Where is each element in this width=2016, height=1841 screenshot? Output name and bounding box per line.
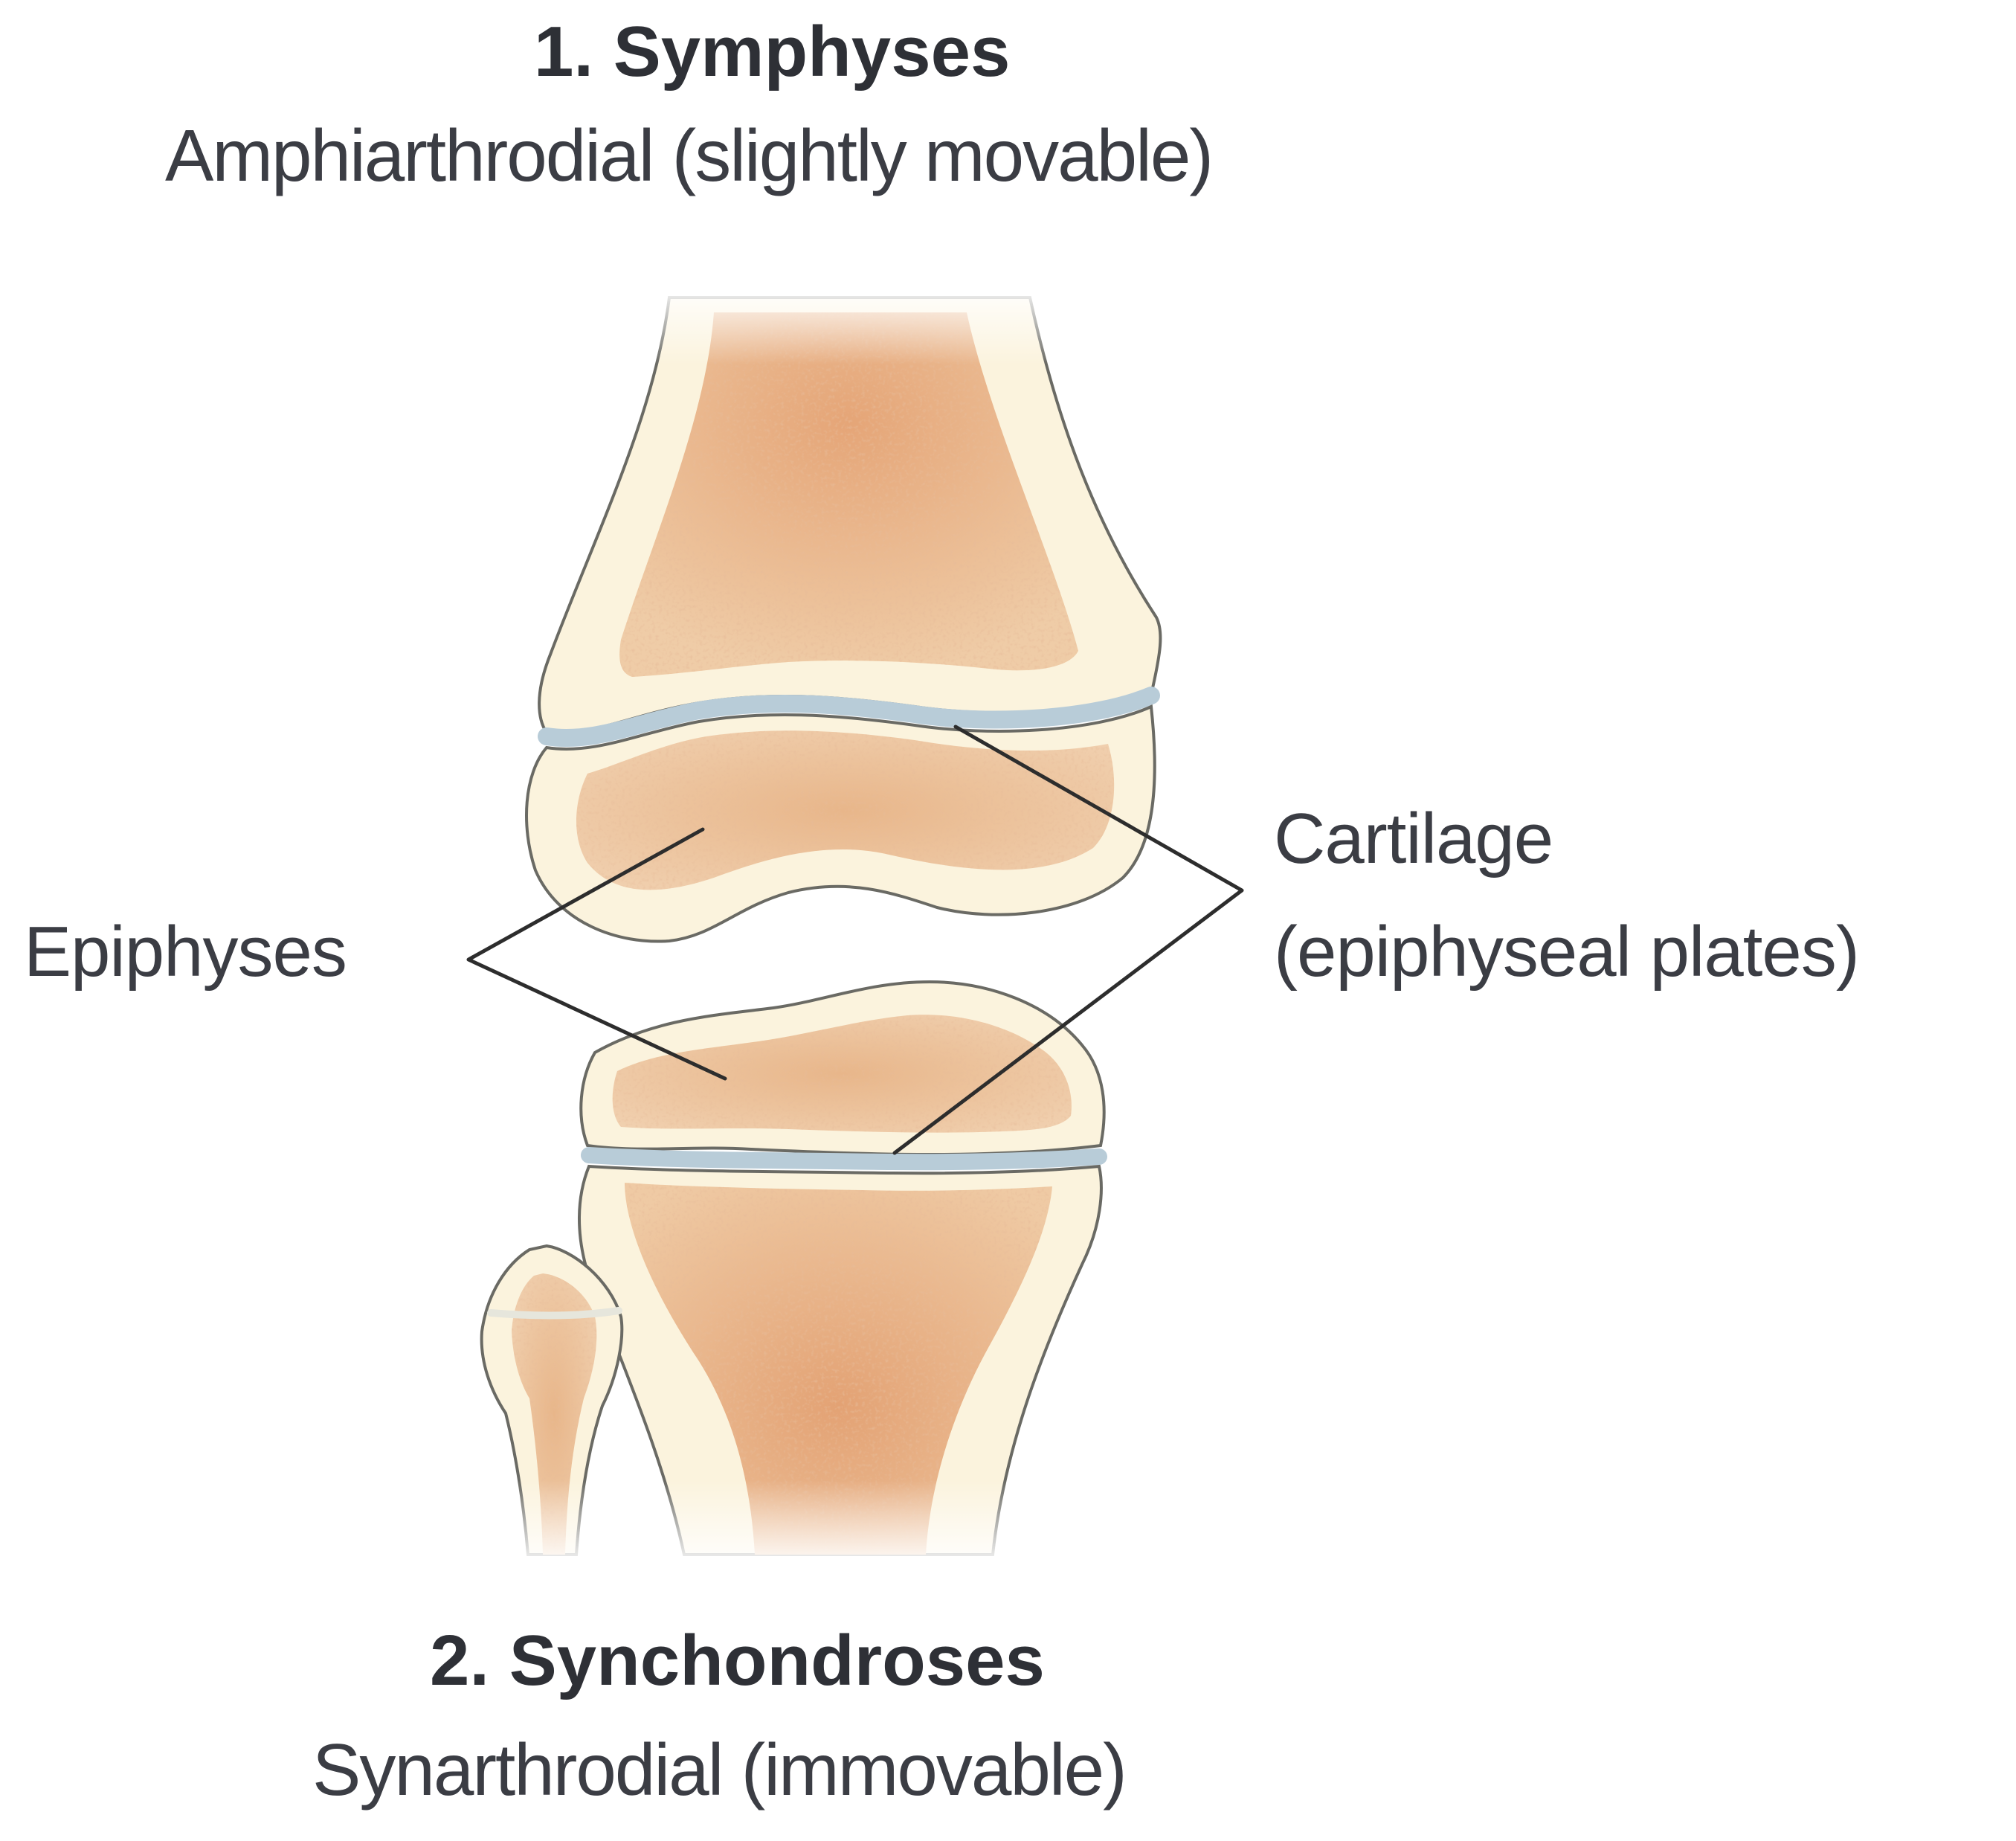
cartilage-leader-line (892, 724, 1244, 1155)
top-title: 1. Symphyses (534, 12, 1011, 91)
bottom-subtitle: Synarthrodial (immovable) (312, 1729, 1127, 1811)
femur-epiphyseal-plate (538, 687, 1160, 747)
epiphyseal-plates-label: (epiphyseal plates) (1274, 912, 1860, 992)
femur-shaft (538, 296, 1162, 735)
fibula-epiphyseal-plate (487, 1307, 622, 1320)
tibia-epiphysis (579, 980, 1106, 1157)
leader-lines (466, 724, 1244, 1155)
femur-epiphysis (525, 704, 1156, 943)
bone-top-fade (521, 283, 1190, 364)
epiphyses-label: Epiphyses (24, 912, 347, 992)
fibula (480, 1244, 624, 1556)
bottom-title: 2. Synchondroses (430, 1621, 1045, 1700)
tibia-shaft (578, 1164, 1103, 1556)
bone-bottom-fade (446, 1480, 1115, 1569)
top-subtitle: Amphiarthrodial (slightly movable) (165, 115, 1214, 196)
epiphyses-leader-line (466, 827, 727, 1081)
tibia-epiphyseal-plate (581, 1147, 1107, 1171)
cartilage-label: Cartilage (1274, 799, 1553, 878)
